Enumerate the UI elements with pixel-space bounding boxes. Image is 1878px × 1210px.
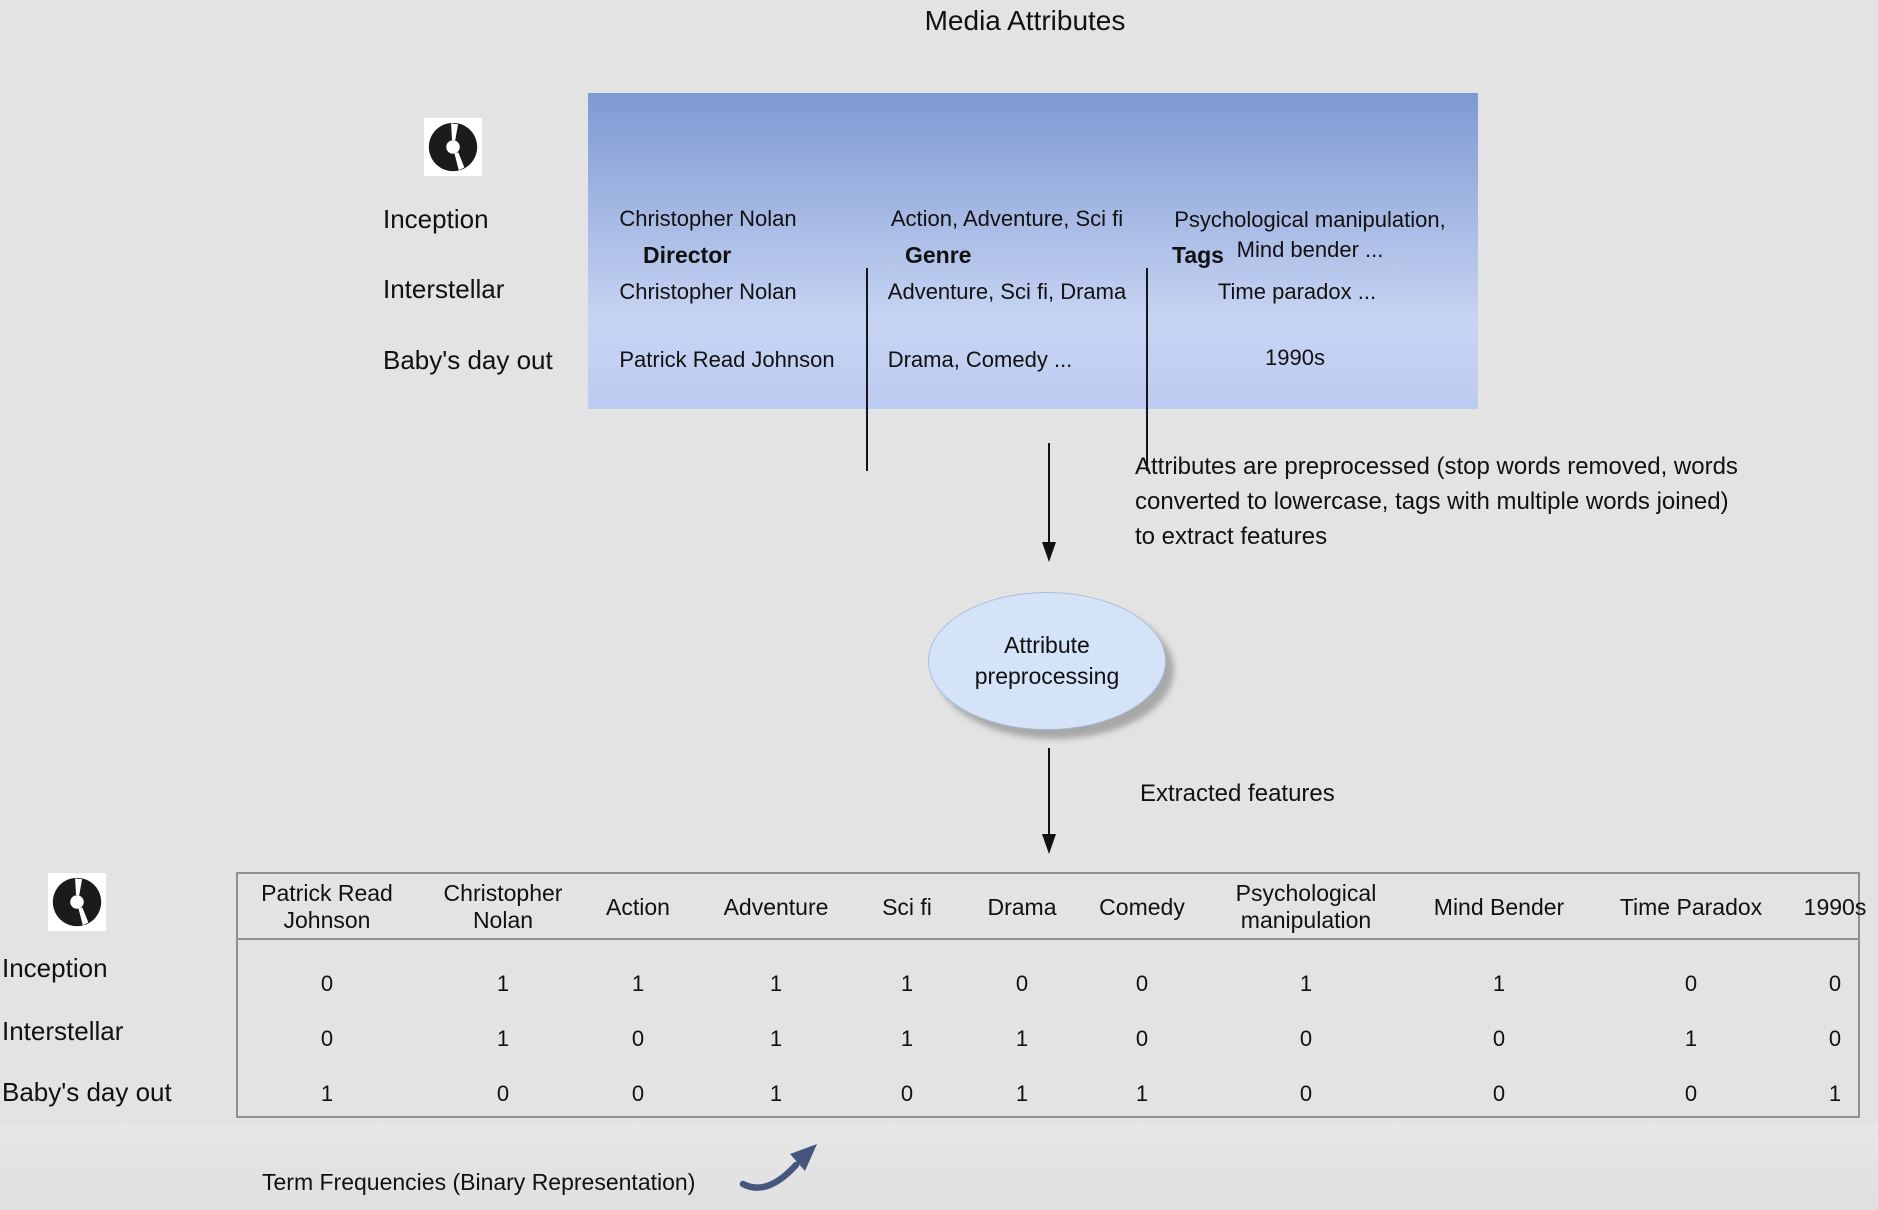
table-cell: Psychological manipulation, Mind bender … (1174, 207, 1446, 262)
table-cell: Christopher Nolan (619, 206, 797, 231)
table-cell: Drama, Comedy ... (887, 347, 1073, 372)
column-header-tags: Tags (1172, 242, 1224, 268)
matrix-value: 1 (900, 1026, 914, 1051)
table-cell: Christopher Nolan (619, 279, 797, 304)
matrix-value: 1 (1135, 1081, 1149, 1106)
down-arrow (1042, 748, 1056, 854)
page-title: Media Attributes (924, 5, 1126, 36)
matrix-value: 1 (769, 1081, 783, 1106)
matrix-value: 1 (1015, 1026, 1029, 1051)
matrix-column-header: Drama (987, 893, 1057, 920)
table-cell: 1990s (1265, 345, 1325, 370)
matrix-value: 1 (496, 1026, 510, 1051)
matrix-value: 0 (631, 1081, 645, 1106)
matrix-value: 1 (496, 971, 510, 996)
matrix-row-label: Baby's day out (2, 1077, 172, 1107)
matrix-value: 1 (1492, 971, 1506, 996)
matrix-column-header: Patrick Read Johnson (261, 880, 393, 933)
matrix-value: 1 (320, 1081, 334, 1106)
matrix-column-header: Sci fi (882, 893, 932, 920)
matrix-column-header: Christopher Nolan (443, 880, 563, 933)
matrix-value: 1 (769, 1026, 783, 1051)
matrix-value: 1 (1684, 1026, 1698, 1051)
matrix-column-header: Adventure (723, 893, 829, 920)
media-row-label: Baby's day out (383, 345, 553, 375)
matrix-value: 1 (1828, 1081, 1842, 1106)
matrix-value: 1 (1299, 971, 1313, 996)
attributes-table: Director Genre Tags Christopher Nolan Ac… (588, 93, 1478, 471)
matrix-caption: Term Frequencies (Binary Representation) (262, 1169, 696, 1195)
matrix-value: 0 (1828, 1026, 1842, 1051)
matrix-value: 0 (631, 1026, 645, 1051)
column-divider (866, 268, 868, 471)
table-cell: Patrick Read Johnson (619, 347, 835, 372)
note-line: Attributes are preprocessed (stop words … (1135, 453, 1738, 480)
note-line: to extract features (1135, 523, 1328, 550)
down-arrow (1042, 443, 1056, 562)
matrix-value: 0 (496, 1081, 510, 1106)
column-header-genre: Genre (905, 242, 972, 268)
extracted-features-label: Extracted features (1140, 780, 1335, 807)
matrix-value: 0 (1492, 1026, 1506, 1051)
matrix-value: 1 (769, 971, 783, 996)
column-header-director: Director (643, 242, 732, 268)
table-cell: Time paradox ... (1217, 279, 1377, 304)
matrix-column-header: Mind Bender (1433, 893, 1565, 920)
matrix-value: 1 (900, 971, 914, 996)
matrix-value: 0 (1299, 1081, 1313, 1106)
matrix-value: 0 (1015, 971, 1029, 996)
matrix-value: 1 (1015, 1081, 1029, 1106)
matrix-row-label: Interstellar (2, 1016, 124, 1046)
curved-arrow (739, 1144, 817, 1191)
matrix-value: 0 (1684, 971, 1698, 996)
matrix-value: 0 (1299, 1026, 1313, 1051)
matrix-value: 0 (320, 1026, 334, 1051)
attribute-preprocessing-node: Attribute preprocessing (928, 592, 1166, 730)
matrix-value: 1 (631, 971, 645, 996)
disc-icon (48, 873, 106, 931)
matrix-value: 0 (1828, 971, 1842, 996)
matrix-value: 0 (1492, 1081, 1506, 1106)
matrix-value: 0 (1135, 971, 1149, 996)
matrix-value: 0 (1135, 1026, 1149, 1051)
media-row-label: Interstellar (383, 274, 505, 304)
matrix-value: 0 (1684, 1081, 1698, 1106)
matrix-column-header: 1990s (1803, 893, 1867, 920)
table-cell: Action, Adventure, Sci fi (890, 206, 1124, 231)
note-line: converted to lowercase, tags with multip… (1135, 488, 1729, 515)
matrix-table-border (236, 872, 1860, 1118)
disc-icon (424, 118, 482, 176)
preprocess-note: Attributes are preprocessed (stop words … (1135, 449, 1738, 554)
column-divider (1146, 268, 1148, 471)
matrix-row-label: Inception (2, 953, 108, 983)
media-row-label: Inception (383, 204, 489, 234)
matrix-column-header: Psychological manipulation (1235, 880, 1377, 933)
matrix-column-header: Comedy (1099, 893, 1185, 920)
matrix-column-header: Action (606, 893, 670, 920)
matrix-column-header: Time Paradox (1619, 893, 1763, 920)
matrix-header-divider (236, 938, 1860, 940)
bottom-gradient-strip (0, 1124, 1878, 1210)
matrix-value: 0 (900, 1081, 914, 1106)
node-label: Attribute preprocessing (974, 632, 1120, 689)
matrix-value: 0 (320, 971, 334, 996)
table-cell: Adventure, Sci fi, Drama (887, 279, 1127, 304)
